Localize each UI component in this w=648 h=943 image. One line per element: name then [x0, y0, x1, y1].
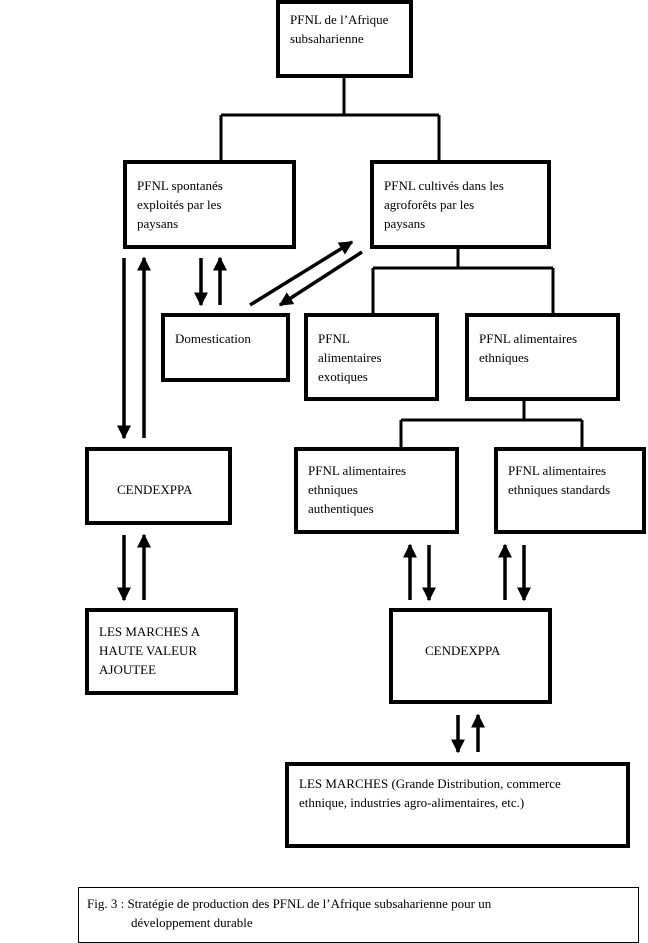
figure-caption: Fig. 3 : Stratégie de production des PFN…	[78, 887, 639, 943]
node-exotic: PFNL alimentaires exotiques	[304, 313, 439, 401]
figure-caption-line2: développement durable	[131, 915, 253, 930]
node-cultivated-label: PFNL cultivés dans les agroforêts par le…	[384, 178, 504, 231]
node-root-label: PFNL de l’Afrique subsaharienne	[290, 12, 389, 46]
node-spontaneous-label: PFNL spontanés exploités par les paysans	[137, 178, 223, 231]
node-cendexppa-left: CENDEXPPA	[85, 447, 232, 525]
tree-connector-cultivated	[371, 248, 555, 316]
arrow-domestication-to-cultivated	[249, 240, 354, 307]
node-ethnic-authentic: PFNL alimentaires ethniques authentiques	[294, 447, 459, 534]
node-cendexppa-right-label: CENDEXPPA	[425, 643, 501, 658]
node-ethnic-label: PFNL alimentaires ethniques	[479, 331, 578, 365]
node-cultivated: PFNL cultivés dans les agroforêts par le…	[370, 160, 551, 249]
node-cendexppa-left-label: CENDEXPPA	[117, 482, 193, 497]
node-markets-high-value-label: LES MARCHES A HAUTE VALEUR AJOUTEE	[99, 624, 201, 677]
node-ethnic-standard: PFNL alimentaires ethniques standards	[494, 447, 646, 534]
node-domestication-label: Domestication	[175, 331, 251, 346]
node-markets-general: LES MARCHES (Grande Distribution, commer…	[285, 762, 630, 848]
figure-caption-line1: Fig. 3 : Stratégie de production des PFN…	[87, 896, 492, 911]
node-markets-high-value: LES MARCHES A HAUTE VALEUR AJOUTEE	[85, 608, 238, 695]
node-exotic-label: PFNL alimentaires exotiques	[318, 331, 382, 384]
node-ethnic: PFNL alimentaires ethniques	[465, 313, 620, 401]
node-ethnic-authentic-label: PFNL alimentaires ethniques authentiques	[308, 463, 407, 516]
node-markets-general-label: LES MARCHES (Grande Distribution, commer…	[299, 776, 561, 810]
node-root: PFNL de l’Afrique subsaharienne	[276, 0, 413, 78]
tree-connector-root	[219, 76, 441, 162]
node-spontaneous: PFNL spontanés exploités par les paysans	[123, 160, 296, 249]
node-ethnic-standard-label: PFNL alimentaires ethniques standards	[508, 463, 611, 497]
arrow-cultivated-to-domestication	[278, 250, 363, 307]
node-domestication-box: Domestication	[161, 313, 290, 382]
tree-connector-ethnic	[399, 400, 584, 450]
node-cendexppa-right: CENDEXPPA	[389, 608, 552, 704]
